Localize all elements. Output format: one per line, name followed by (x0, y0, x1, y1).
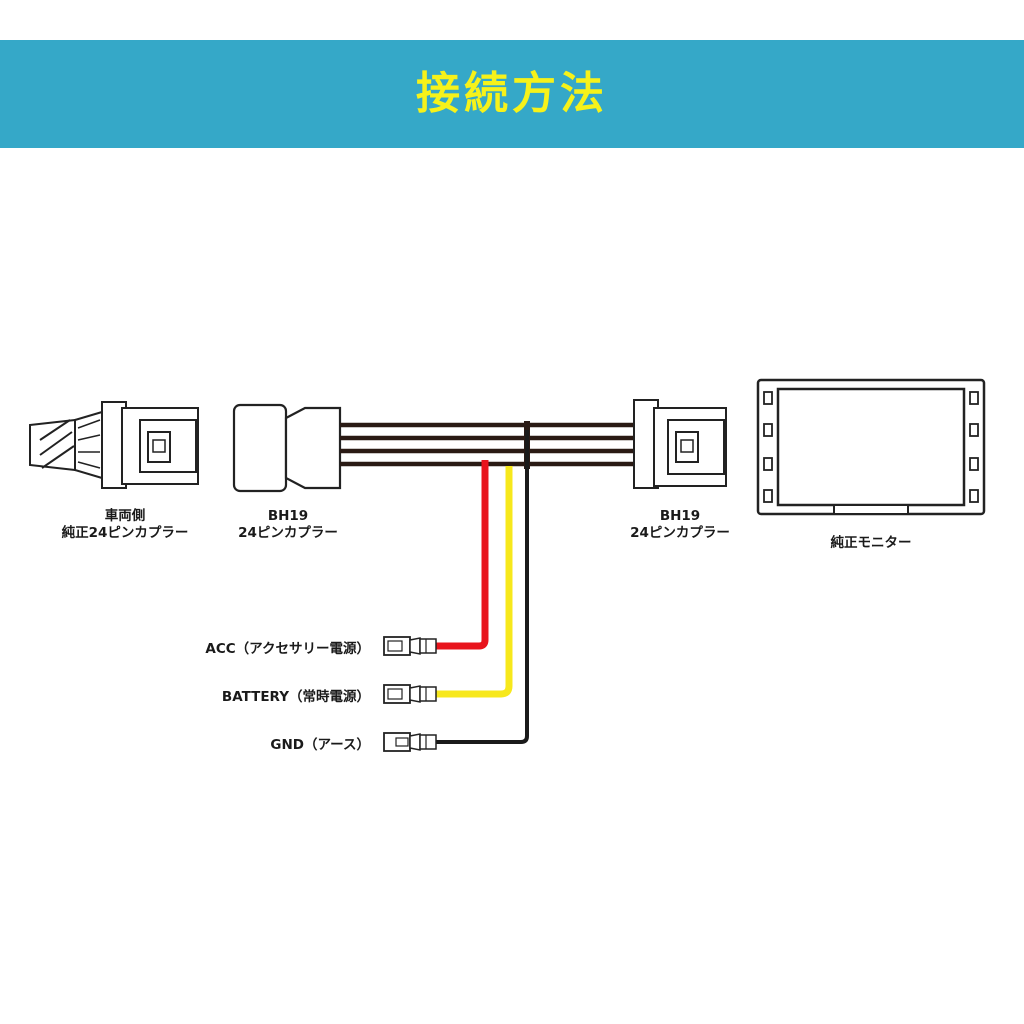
battery-wire-label: BATTERY（常時電源） (221, 689, 370, 705)
adapter-coupler-right (633, 399, 727, 489)
monitor-label: 純正モニター (830, 535, 912, 551)
gnd-terminal (383, 732, 437, 752)
vehicle-label-line1: 車両側 (104, 508, 146, 524)
vehicle-label-line2: 純正24ピンカプラー (61, 525, 189, 541)
battery-terminal (383, 684, 437, 704)
monitor-coupler-label-line2: 24ピンカプラー (630, 525, 730, 541)
acc-terminal (383, 636, 437, 656)
acc-wire-label: ACC（アクセサリー電源） (205, 641, 370, 657)
monitor-icon (756, 378, 986, 516)
adapter-coupler-left (232, 403, 342, 493)
gnd-wire-label: GND（アース） (270, 737, 370, 753)
vehicle-coupler-label: 車両側 純正24ピンカプラー (30, 508, 220, 542)
adapter-label-line1: BH19 (267, 508, 309, 524)
adapter-label-line2: 24ピンカプラー (238, 525, 338, 541)
harness-wires (340, 421, 640, 469)
branch-wires (430, 430, 529, 744)
adapter-coupler-label: BH19 24ピンカプラー (218, 508, 358, 542)
monitor-coupler-label: BH19 24ピンカプラー (610, 508, 750, 542)
vehicle-coupler (29, 401, 199, 489)
monitor-coupler-label-line1: BH19 (659, 508, 701, 524)
header-banner: 接続方法 (0, 40, 1024, 148)
page-title: 接続方法 (416, 68, 608, 119)
